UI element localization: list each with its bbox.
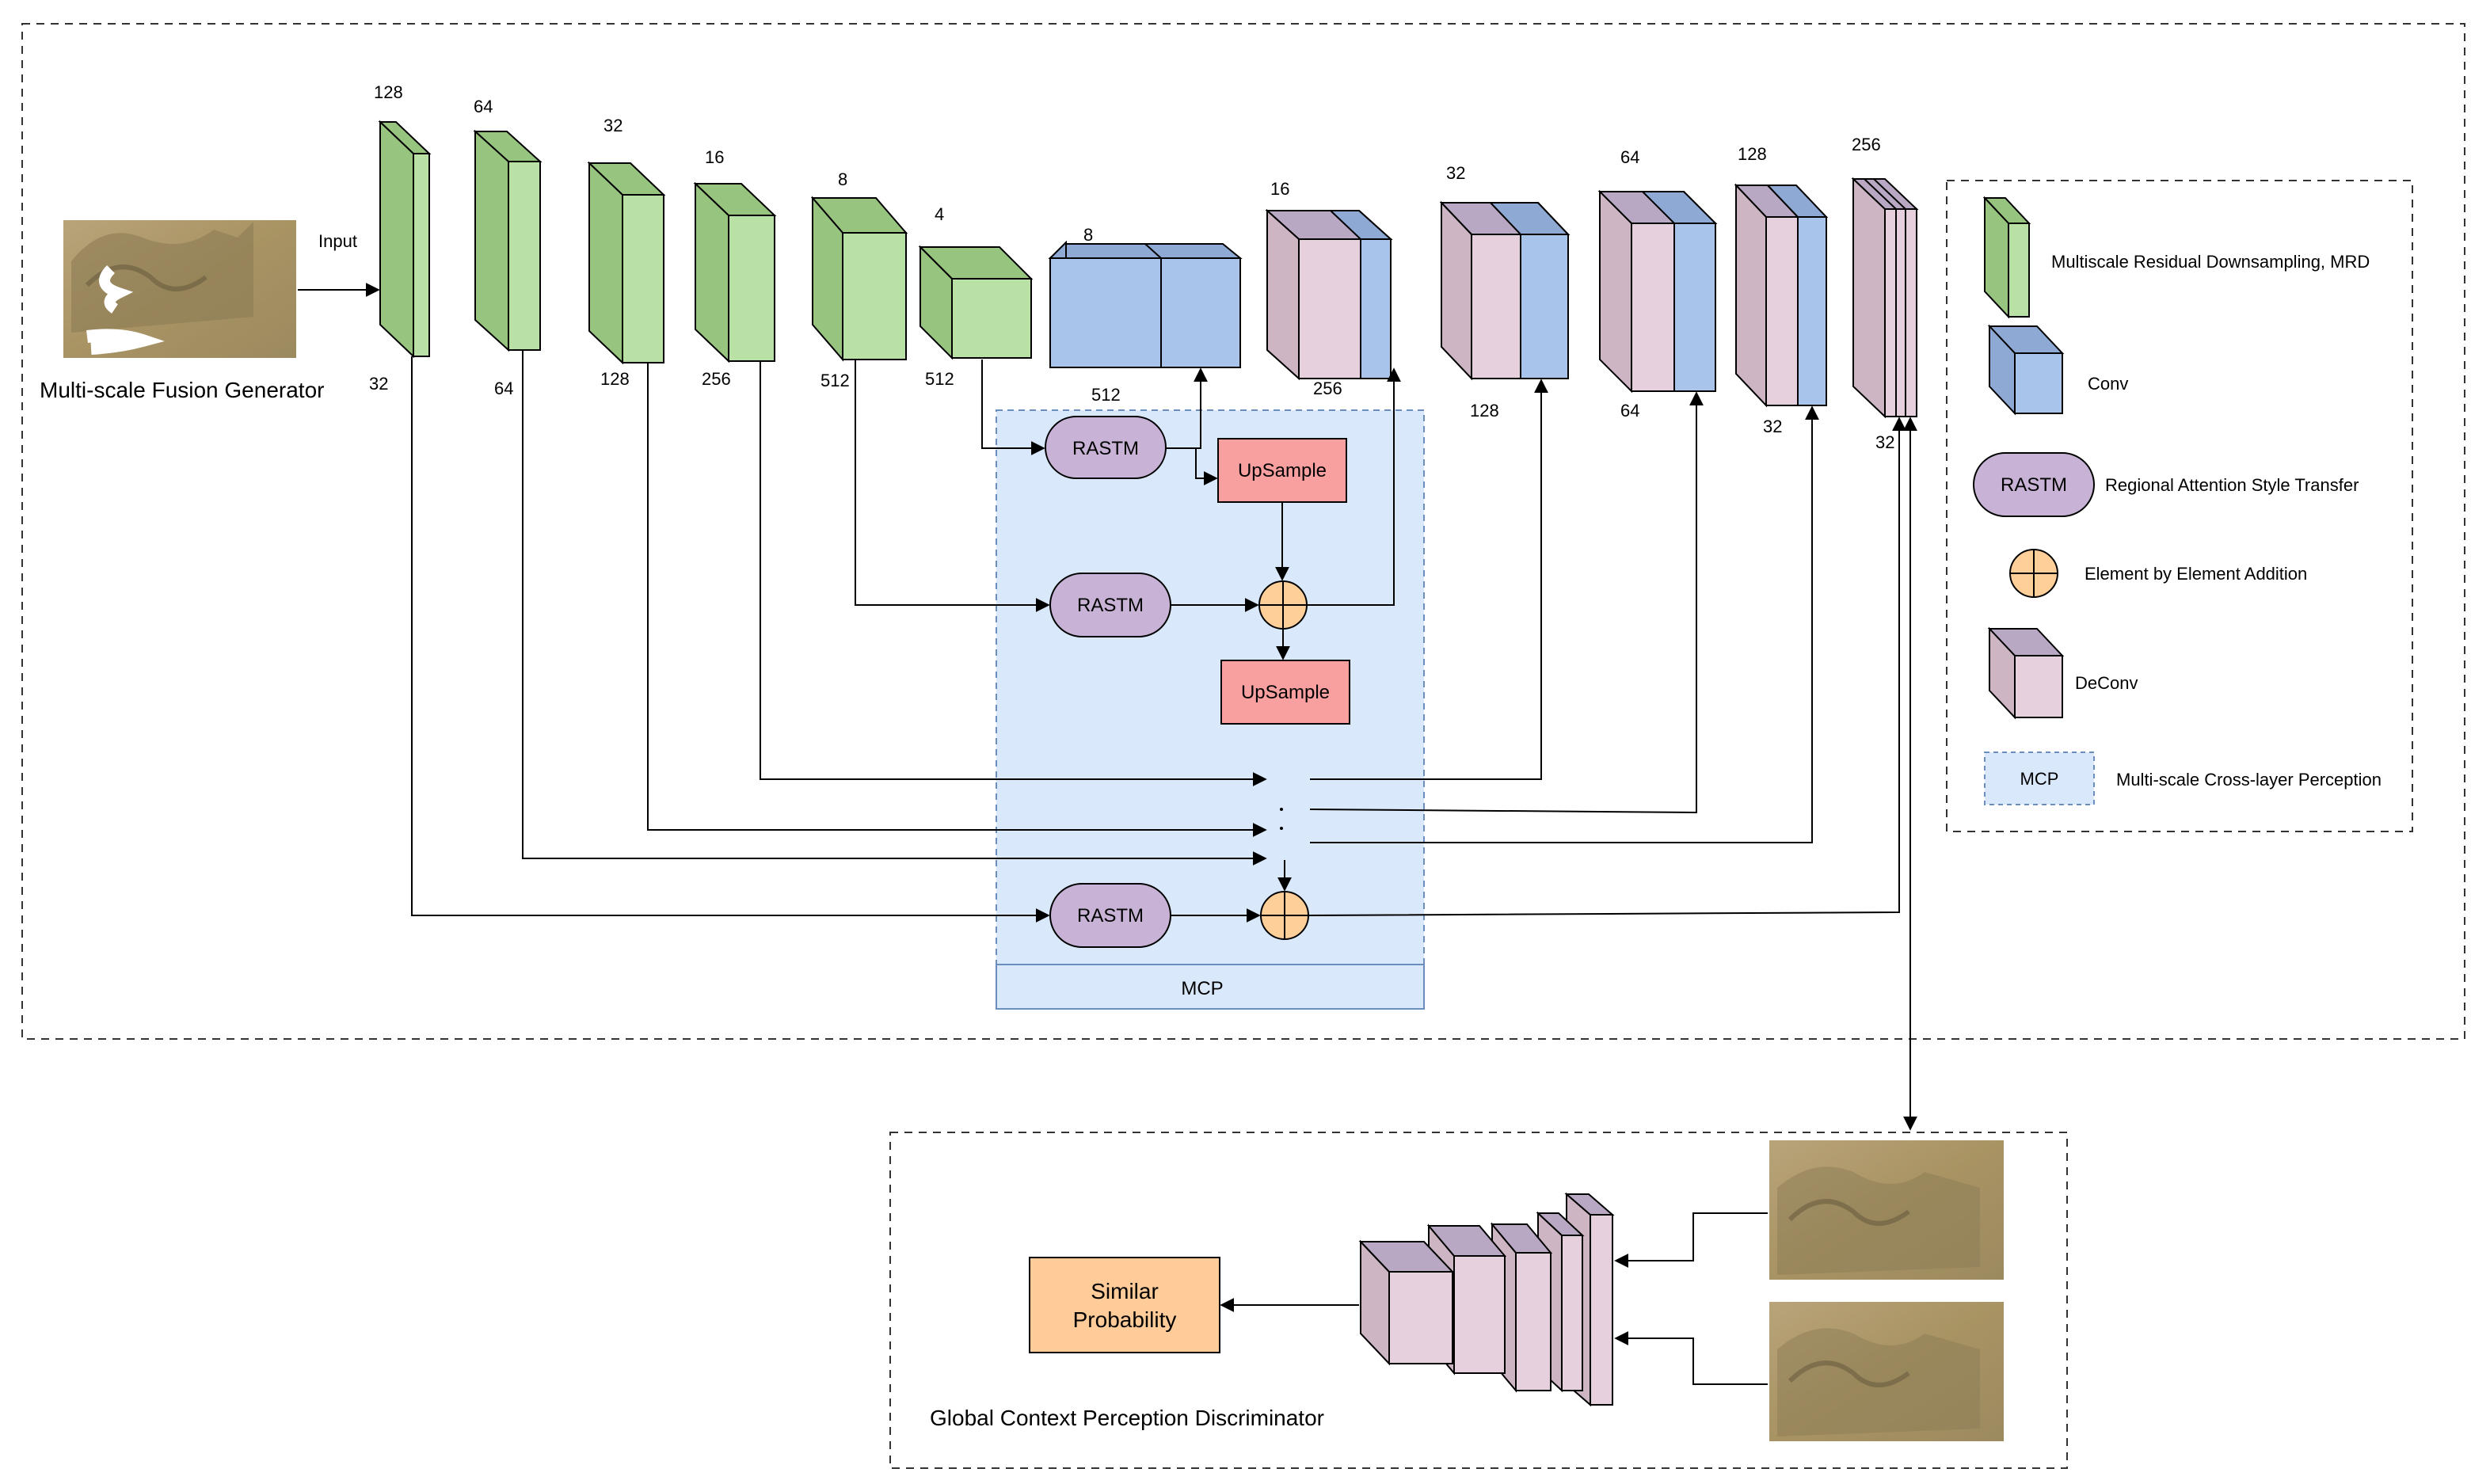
input-label: Input: [318, 231, 357, 251]
discriminator-images: [1769, 1140, 2004, 1441]
legend-label-6: Multi-scale Cross-layer Perception: [2116, 770, 2382, 790]
ellipsis-dot-2: [1280, 827, 1283, 830]
rastm-node-1: RASTM: [1045, 416, 1167, 479]
legend-label-5: DeConv: [2075, 673, 2138, 693]
legend-label-4: Element by Element Addition: [2085, 564, 2307, 584]
legend-label-1: Multiscale Residual Downsampling, MRD: [2051, 252, 2370, 272]
generator-title: Multi-scale Fusion Generator: [40, 378, 324, 402]
mrd-block-2: [473, 129, 543, 352]
enc-top-3: 32: [603, 116, 623, 135]
ellipsis-dot-1: [1280, 808, 1283, 811]
generator-frame: [21, 23, 2465, 1040]
legend: Multiscale Residual Downsampling, MRD Co…: [1973, 196, 2382, 805]
deconv-block-icon: [1987, 626, 2065, 720]
svg-text:RASTM: RASTM: [1077, 595, 1144, 616]
input-image: [63, 220, 296, 358]
dec-bottom-3: 64: [1620, 401, 1639, 420]
dec-bottom-1: 256: [1313, 379, 1342, 398]
mrd-block-icon: [1982, 196, 2031, 319]
legend-frame: [1946, 180, 2413, 832]
svg-text:Similar: Similar: [1091, 1279, 1159, 1303]
enc-bottom-3: 128: [600, 369, 630, 389]
dec-top-4: 128: [1738, 144, 1767, 164]
dec-bottom-2: 128: [1470, 401, 1499, 420]
svg-text:UpSample: UpSample: [1238, 460, 1327, 481]
conv-bottom-label: 512: [1091, 385, 1121, 405]
mrd-block-4: [693, 181, 777, 363]
dec-top-1: 16: [1270, 179, 1289, 199]
discriminator-blocks: [1358, 1192, 1615, 1407]
addition-icon: [2009, 549, 2058, 598]
mcp-label: MCP: [1181, 978, 1223, 999]
svg-text:UpSample: UpSample: [1241, 682, 1330, 703]
dec-top-2: 32: [1446, 163, 1465, 183]
decoder-block-2: [1439, 200, 1571, 381]
addition-node-2: [1260, 891, 1309, 940]
mcp-label-box: [996, 964, 1425, 1010]
similar-probability-box: Similar Probability: [1029, 1257, 1220, 1353]
svg-text:RASTM: RASTM: [1077, 905, 1144, 927]
enc-bottom-5: 512: [820, 371, 850, 390]
conv-block-icon: [1987, 324, 2065, 416]
enc-top-5: 8: [838, 169, 847, 189]
svg-text:RASTM: RASTM: [1072, 438, 1139, 459]
conv-block: [1048, 240, 1243, 368]
mrd-block-3: [587, 161, 666, 365]
mrd-block-6: [918, 245, 1034, 360]
decoder-block-5: [1851, 177, 1919, 419]
addition-node-1: [1258, 580, 1308, 630]
connections: [411, 350, 1917, 1131]
discriminator-frame: [889, 1132, 2068, 1469]
decoder-block-4: [1734, 183, 1829, 408]
enc-top-2: 64: [474, 97, 493, 116]
enc-top-6: 4: [935, 204, 944, 224]
mcp-icon: MCP: [1984, 752, 2095, 805]
decoder-block-1: [1265, 208, 1393, 381]
enc-bottom-4: 256: [702, 369, 731, 389]
enc-bottom-2: 64: [494, 379, 513, 398]
enc-top-4: 16: [705, 147, 724, 167]
svg-text:MCP: MCP: [2020, 769, 2059, 789]
upsample-node-1: UpSample: [1217, 438, 1347, 503]
mrd-block-5: [810, 196, 908, 362]
enc-top-1: 128: [374, 82, 403, 102]
svg-text:RASTM: RASTM: [2001, 474, 2067, 496]
legend-label-3: Regional Attention Style Transfer: [2105, 475, 2359, 495]
svg-text:Probability: Probability: [1073, 1307, 1177, 1332]
rastm-node-2: RASTM: [1049, 573, 1171, 637]
dec-bottom-4: 32: [1763, 417, 1782, 436]
dec-top-5: 256: [1852, 135, 1881, 154]
enc-bottom-6: 512: [925, 369, 954, 389]
dec-bottom-5: 32: [1875, 432, 1894, 452]
mrd-block-1: [378, 120, 432, 359]
legend-label-2: Conv: [2088, 374, 2128, 394]
upsample-node-2: UpSample: [1220, 660, 1350, 725]
rastm-icon: RASTM: [1973, 452, 2095, 517]
decoder-block-3: [1597, 189, 1718, 394]
conv-top-label: 8: [1083, 225, 1093, 245]
dec-top-3: 64: [1620, 147, 1639, 167]
discriminator-arrows: [1220, 1212, 1768, 1385]
rastm-node-3: RASTM: [1049, 883, 1171, 948]
enc-bottom-1: 32: [369, 374, 388, 394]
discriminator-title: Global Context Perception Discriminator: [930, 1406, 1324, 1430]
